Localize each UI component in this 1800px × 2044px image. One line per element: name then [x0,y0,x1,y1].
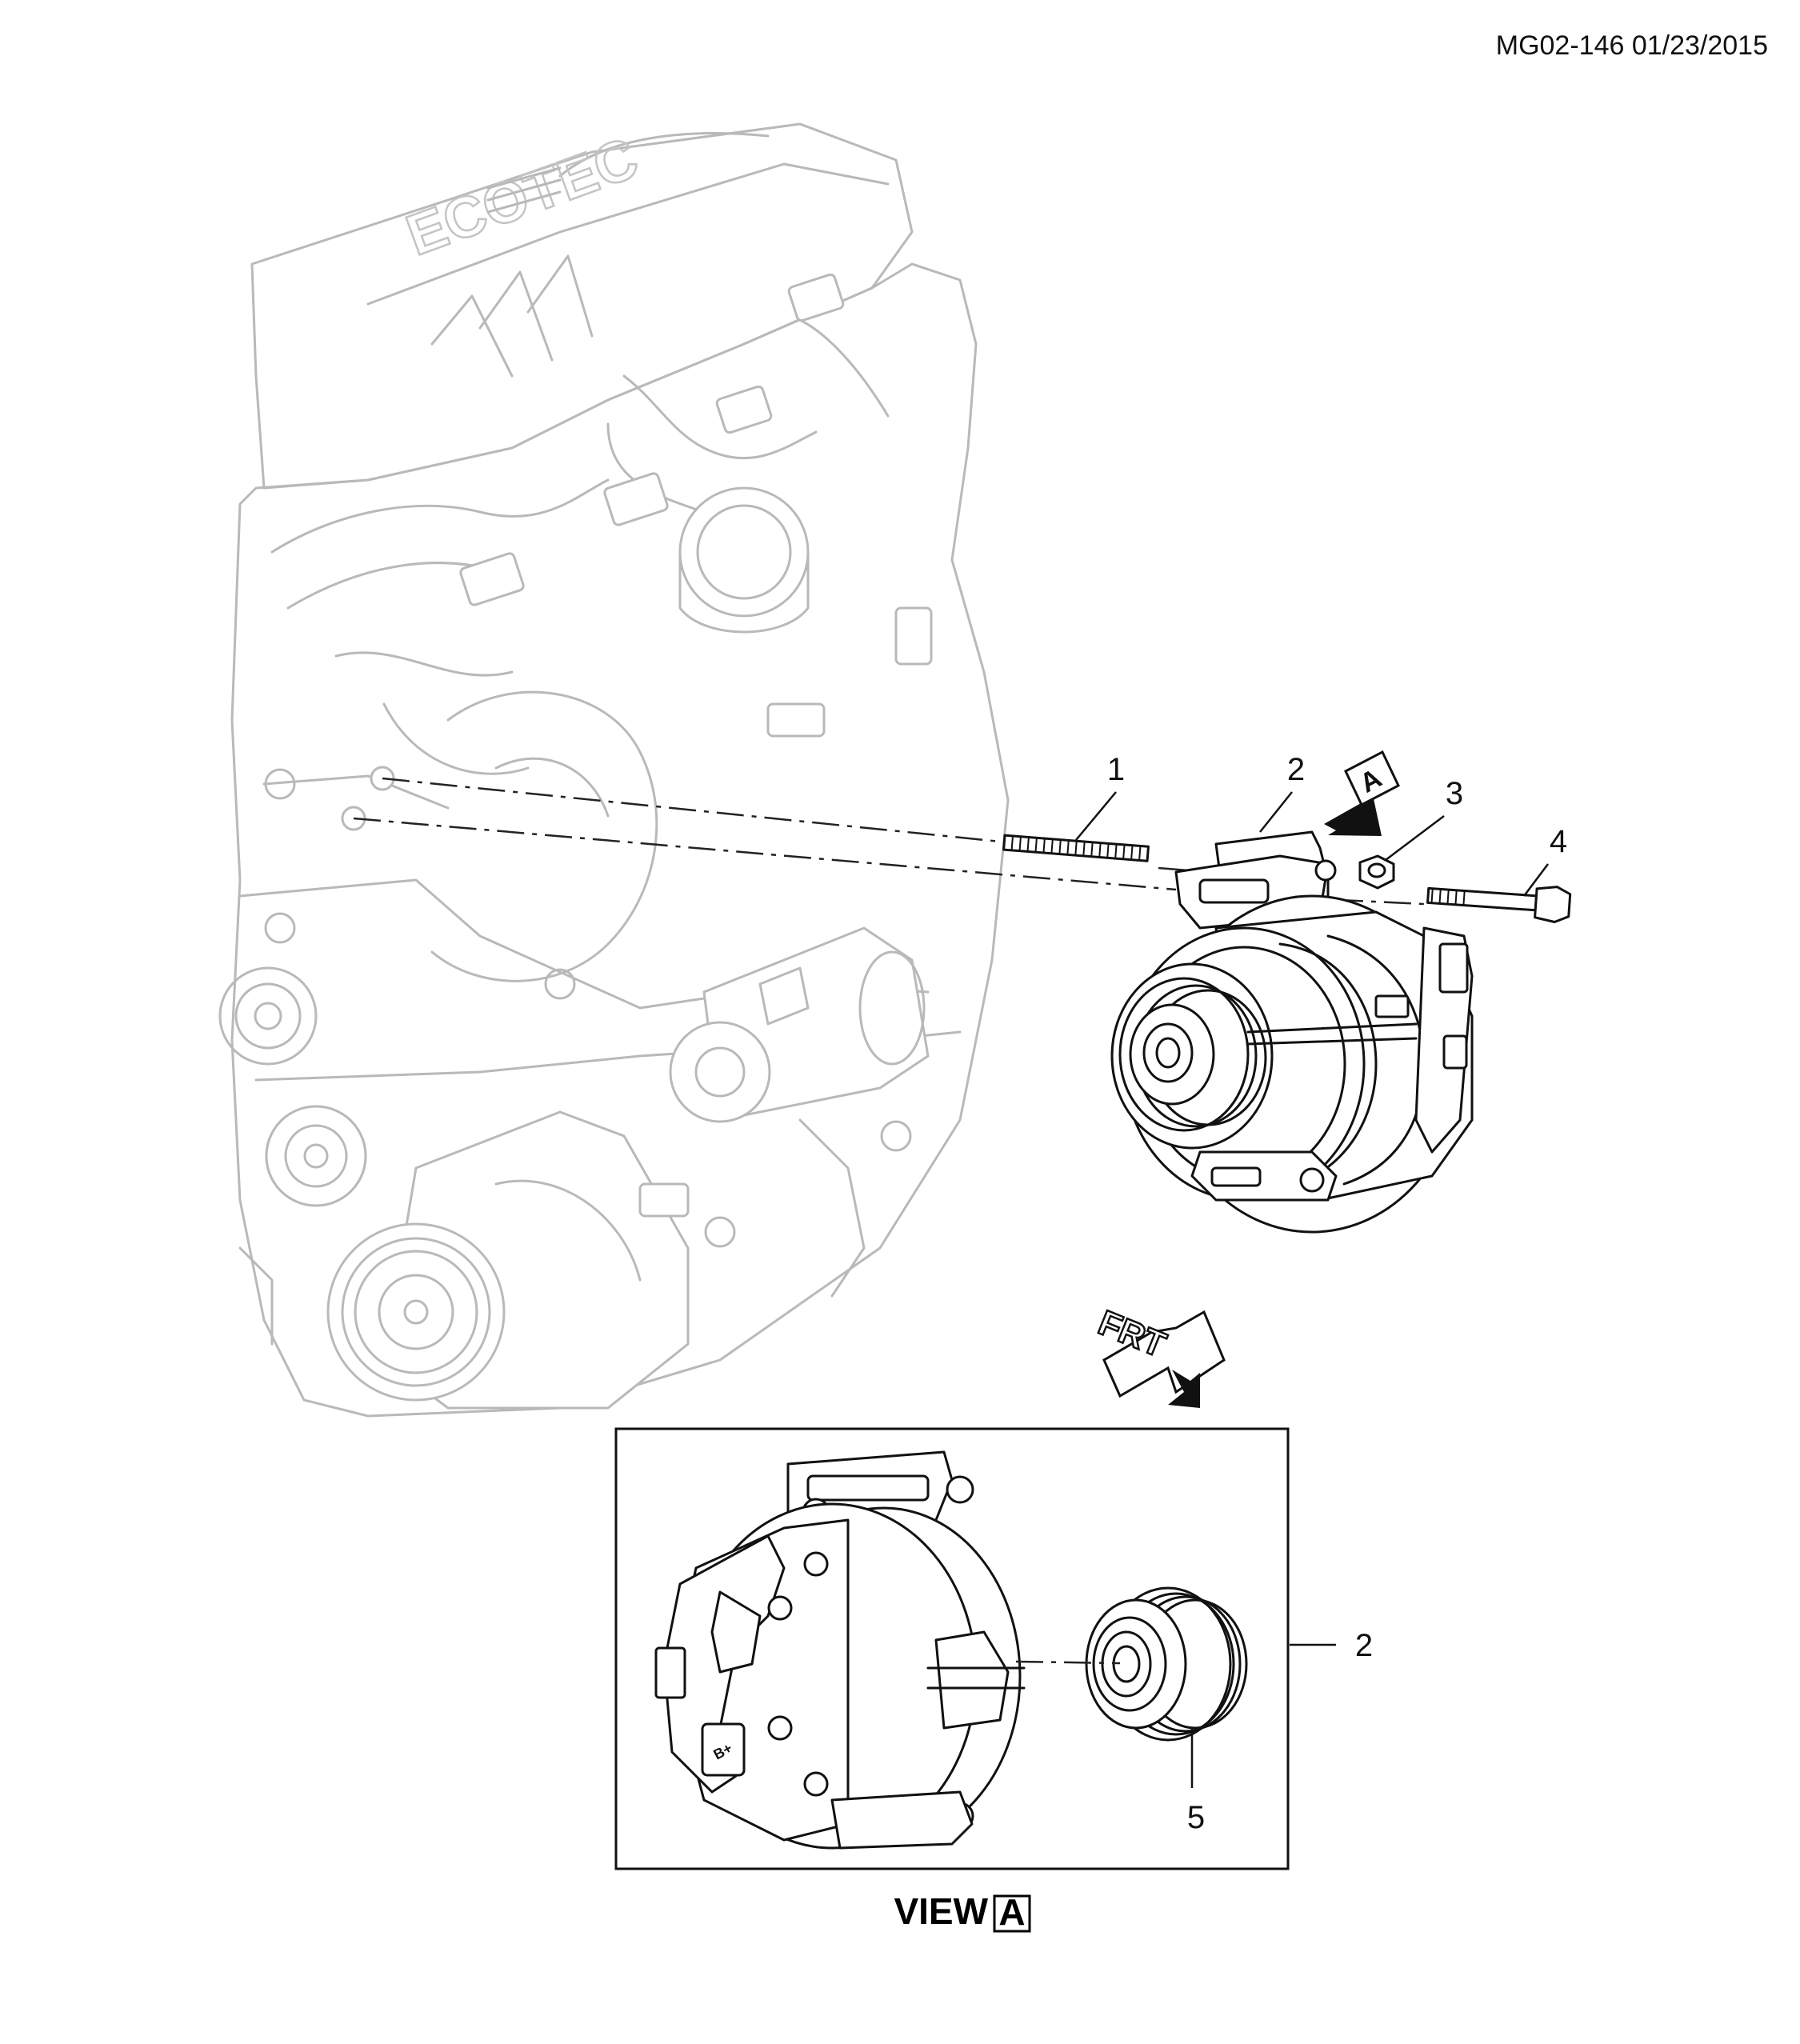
generator [1110,830,1474,1234]
callout-1: 1 [1107,752,1125,787]
generator-rear-view: B+ [654,1450,1026,1850]
view-a-caption: VIEW A [894,1890,1031,1933]
callout-4: 4 [1550,824,1567,859]
callout-3: 3 [1446,776,1463,811]
stud [1002,834,1150,862]
diagram-id: MG02-146 01/23/2015 [1496,30,1768,61]
callout-2: 2 [1287,752,1305,787]
view-caption-marker: A [998,1891,1025,1933]
front-direction-arrow: FRT [1092,1302,1226,1408]
callout-5: 5 [1187,1800,1205,1835]
pulley [1085,1586,1248,1742]
nut [1358,854,1395,890]
view-a-direction-arrow: A [1324,750,1400,836]
callout-2-view-a: 2 [1355,1628,1373,1663]
bolt [1426,886,1572,923]
view-caption-text: VIEW [894,1890,988,1932]
callouts-main: 1 2 3 4 [1075,752,1567,897]
engine-background: ECOTEC [218,122,1010,1418]
view-a-inset: B+ 2 [614,1427,1373,1870]
